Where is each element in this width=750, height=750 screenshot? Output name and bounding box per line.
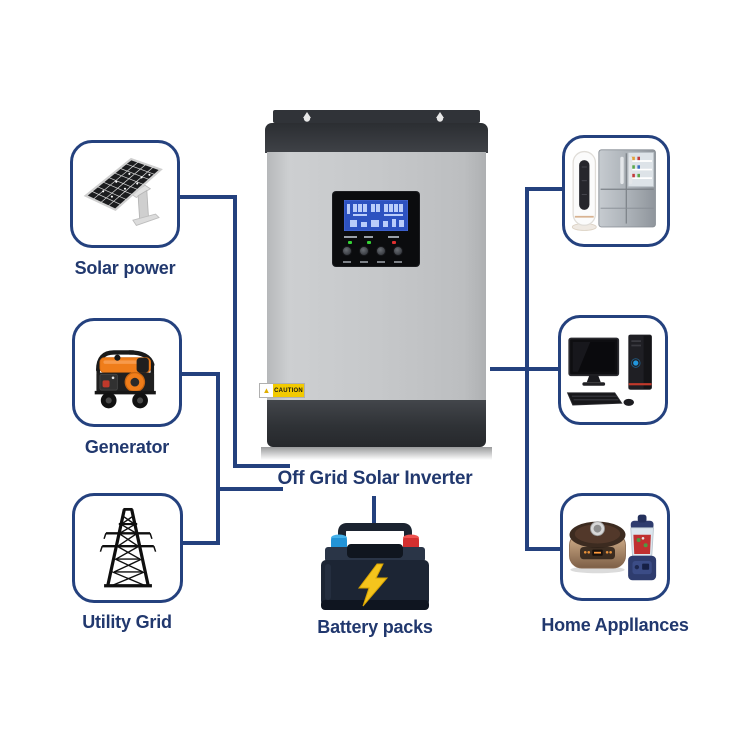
inverter-shadow [261, 447, 492, 460]
solar-panel-icon [83, 157, 163, 226]
panel-button-up [359, 246, 369, 256]
connector-label-to-battery [372, 496, 376, 523]
generator-label: Generator [84, 437, 170, 457]
led-label-3 [388, 236, 399, 238]
connector-generator-grid-vertical [216, 372, 220, 545]
transmission-tower-icon [99, 507, 156, 588]
panel-button-down [376, 246, 386, 256]
diesel-generator-icon [94, 349, 156, 408]
button-label-2 [360, 261, 368, 263]
warning-triangle-icon: ▲ [262, 385, 271, 395]
connector-solar-horizontal [180, 195, 237, 199]
utility-grid-box [72, 493, 183, 603]
connector-utility-horizontal [183, 541, 216, 545]
button-label-3 [377, 261, 385, 263]
generator-box [72, 318, 182, 427]
solar-inverter-device: ▲ CAUTION [259, 110, 492, 460]
solar-power-label: Solar power [74, 258, 176, 278]
caution-sticker: ▲ CAUTION [259, 383, 305, 398]
led-green-charge [367, 241, 371, 244]
connector-to-kitchen-appliances [525, 547, 560, 551]
rice-cooker-and-blender-icon [569, 514, 657, 581]
button-label-1 [343, 261, 351, 263]
utility-grid-label: Utility Grid [82, 612, 172, 632]
connector-appliances-vertical [525, 187, 529, 551]
connector-solar-to-inverter-label [233, 464, 290, 468]
connector-generator-horizontal [182, 372, 220, 376]
button-label-4 [394, 261, 402, 263]
panel-button-enter [393, 246, 403, 256]
battery-label: Battery packs [317, 617, 433, 637]
ac-fridge-box [562, 135, 670, 247]
led-green-ac [348, 241, 352, 244]
computer-box [558, 315, 668, 425]
connector-to-inverter-label-lower [216, 487, 283, 491]
led-red-fault [392, 241, 396, 244]
connector-solar-vertical [233, 195, 237, 468]
home-appliances-label: Home Appllances [541, 615, 689, 635]
caution-text: CAUTION [274, 387, 303, 394]
inverter-label: Off Grid Solar Inverter [277, 468, 473, 489]
air-conditioner-and-fridge-icon [571, 149, 656, 231]
connector-to-ac-fridge [525, 187, 562, 191]
inverter-body [267, 152, 486, 401]
inverter-control-panel [333, 192, 419, 266]
solar-power-box [70, 140, 180, 248]
connector-inverter-to-computer [490, 367, 558, 371]
mounting-flange [273, 110, 480, 123]
kitchen-appliances-box [560, 493, 670, 601]
inverter-top-cap [265, 123, 488, 153]
led-label-2 [364, 236, 373, 238]
led-label-1 [344, 236, 357, 238]
battery-pack [309, 516, 441, 614]
battery-icon [321, 523, 429, 610]
lcd-display [344, 200, 408, 231]
inverter-bottom-section [267, 400, 486, 447]
panel-button-esc [342, 246, 352, 256]
desktop-computer-icon [566, 334, 652, 406]
